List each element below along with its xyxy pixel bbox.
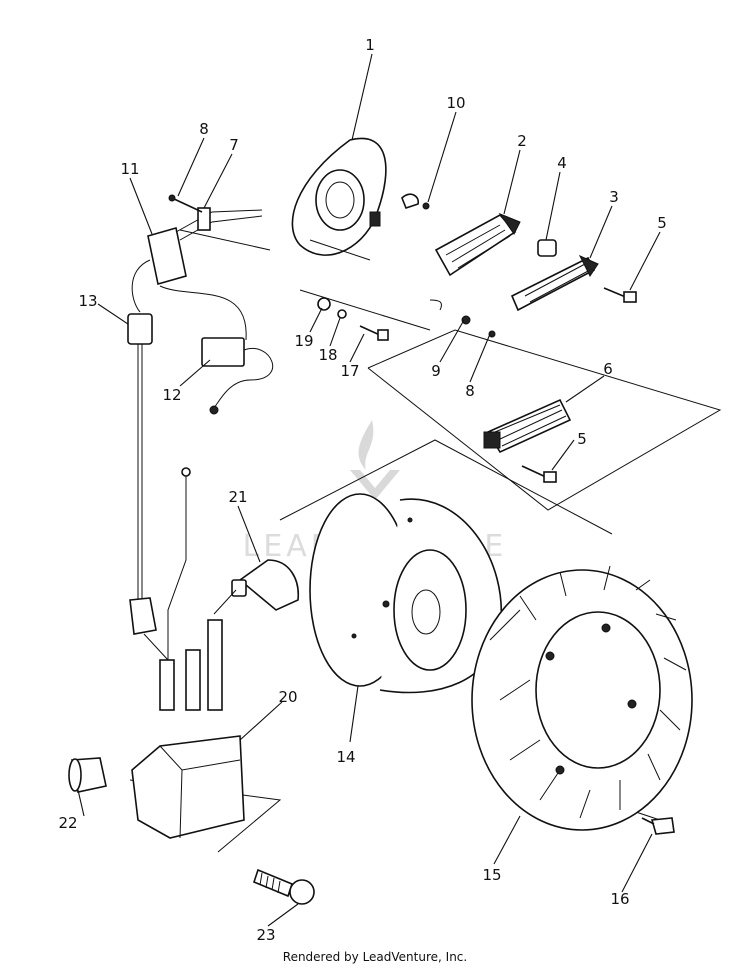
- leader-lines: [77, 53, 661, 927]
- bushing-part-22: [68, 757, 107, 793]
- callout-10: 10: [446, 94, 465, 112]
- callout-23: 23: [256, 926, 275, 944]
- callout-11: 11: [120, 160, 139, 178]
- callout-7: 7: [229, 136, 239, 154]
- callout-16: 16: [610, 890, 629, 908]
- flywheel: [309, 493, 503, 694]
- callout-12: 12: [162, 386, 181, 404]
- callout-21: 21: [228, 488, 247, 506]
- ignition-coil: [131, 619, 245, 839]
- callout-5-upper: 5: [657, 214, 667, 232]
- bolt-part-23: [253, 868, 315, 905]
- bolt-part-16: [641, 817, 675, 835]
- charging-coil: [483, 398, 572, 454]
- footer-credit: Rendered by LeadVenture, Inc.: [282, 950, 468, 964]
- callout-5-lower: 5: [577, 430, 587, 448]
- callout-4: 4: [557, 154, 567, 172]
- exciter-coil: [434, 212, 521, 277]
- screw-part-5-upper: [603, 287, 637, 303]
- callout-8-upper: 8: [199, 120, 209, 138]
- callout-19: 19: [294, 332, 313, 350]
- callout-3: 3: [609, 188, 619, 206]
- small-hardware: [317, 297, 496, 341]
- connector-part-13: [127, 313, 153, 600]
- clip-part-10: [401, 193, 430, 210]
- callout-8-lower: 8: [465, 382, 475, 400]
- callout-6: 6: [603, 360, 613, 378]
- spark-plug-cap: [213, 559, 300, 615]
- callout-20: 20: [278, 688, 297, 706]
- stator-plate: [291, 137, 387, 261]
- callout-9: 9: [431, 362, 441, 380]
- lighting-coil: [510, 254, 599, 312]
- ignition-wires: [129, 467, 191, 661]
- spacer-part-4: [537, 239, 557, 257]
- screw-part-5-lower: [521, 465, 557, 483]
- callout-14: 14: [336, 748, 355, 766]
- relay-part-12: [201, 337, 273, 415]
- callout-2: 2: [517, 132, 527, 150]
- callout-22: 22: [58, 814, 77, 832]
- callout-1: 1: [365, 36, 375, 54]
- callout-labels: 1 2 3 4 5 5 6 7 8 8 9 10 11 12 13 14 15 …: [58, 36, 666, 944]
- callout-18: 18: [318, 346, 337, 364]
- callout-17: 17: [340, 362, 359, 380]
- cooling-fan: [471, 565, 693, 831]
- callout-13: 13: [78, 292, 97, 310]
- callout-15: 15: [482, 866, 501, 884]
